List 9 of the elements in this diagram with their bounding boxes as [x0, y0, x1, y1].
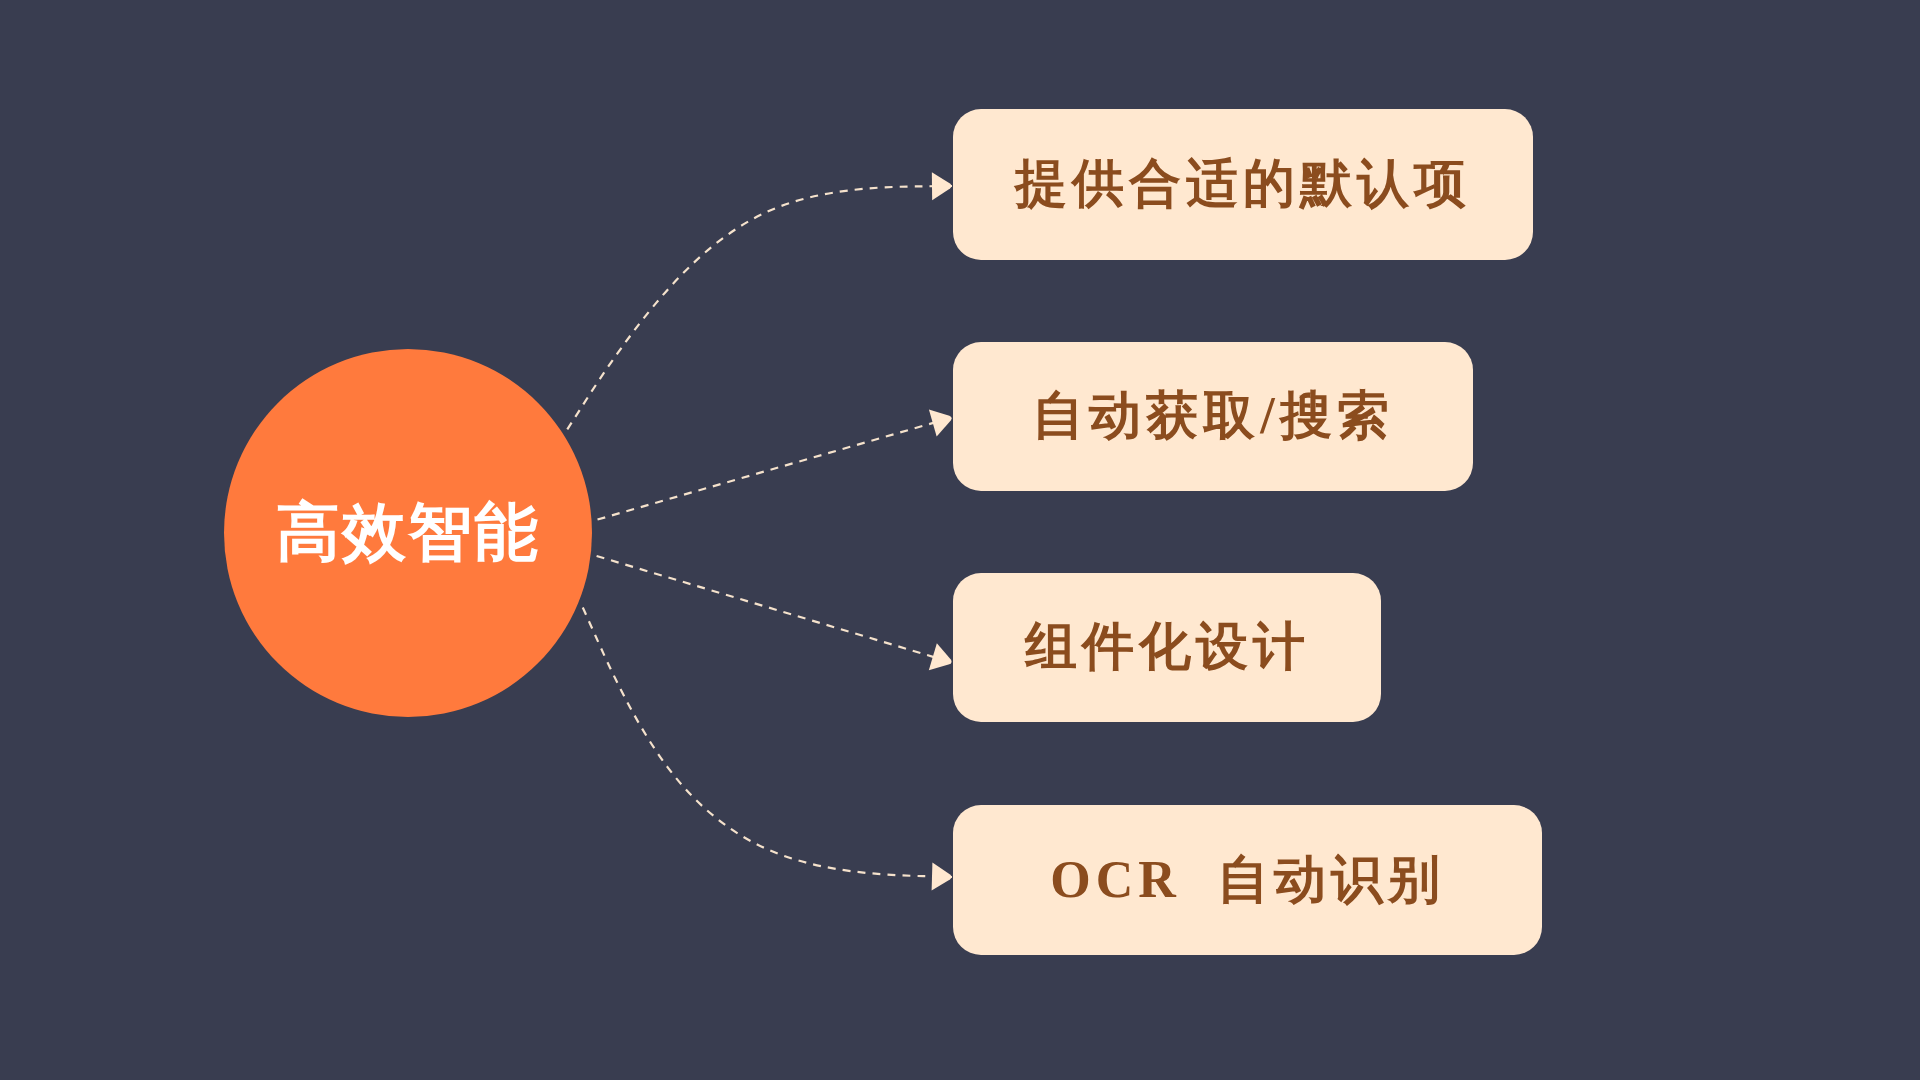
feature-card — [953, 342, 1473, 491]
feature-card — [953, 109, 1533, 260]
feature-label: 自动获取/搜索 — [1032, 386, 1394, 447]
feature-card — [953, 573, 1381, 722]
feature-label: 组件化设计 — [1024, 617, 1310, 678]
topic-title: 高效智能 — [276, 495, 540, 570]
feature-card — [953, 805, 1542, 955]
feature-label: 提供合适的默认项 — [1015, 154, 1471, 215]
feature-label: OCR 自动识别 — [1050, 849, 1445, 910]
